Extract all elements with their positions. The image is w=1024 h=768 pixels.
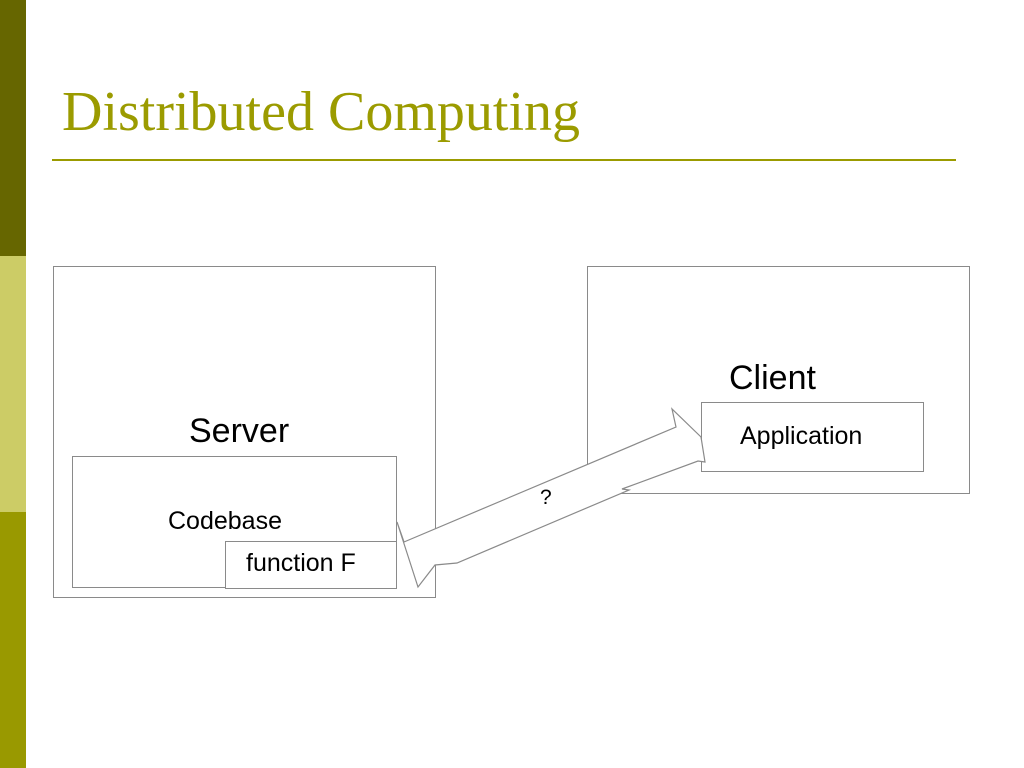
double-headed-arrow-shape — [396, 407, 706, 589]
application-label: Application — [740, 422, 863, 450]
application-box — [701, 402, 924, 472]
slide-title: Distributed Computing — [62, 81, 580, 143]
codebase-label: Codebase — [168, 507, 282, 535]
title-underline — [52, 159, 956, 161]
function-f-label: function F — [246, 549, 356, 577]
arrow-question-label: ? — [540, 486, 552, 509]
function-f-box — [225, 541, 397, 589]
sidebar-stripe-medium — [0, 512, 26, 768]
sidebar-stripe-light — [0, 256, 26, 512]
sidebar-stripe-dark — [0, 0, 26, 256]
client-label: Client — [729, 359, 816, 397]
server-label: Server — [189, 412, 290, 450]
